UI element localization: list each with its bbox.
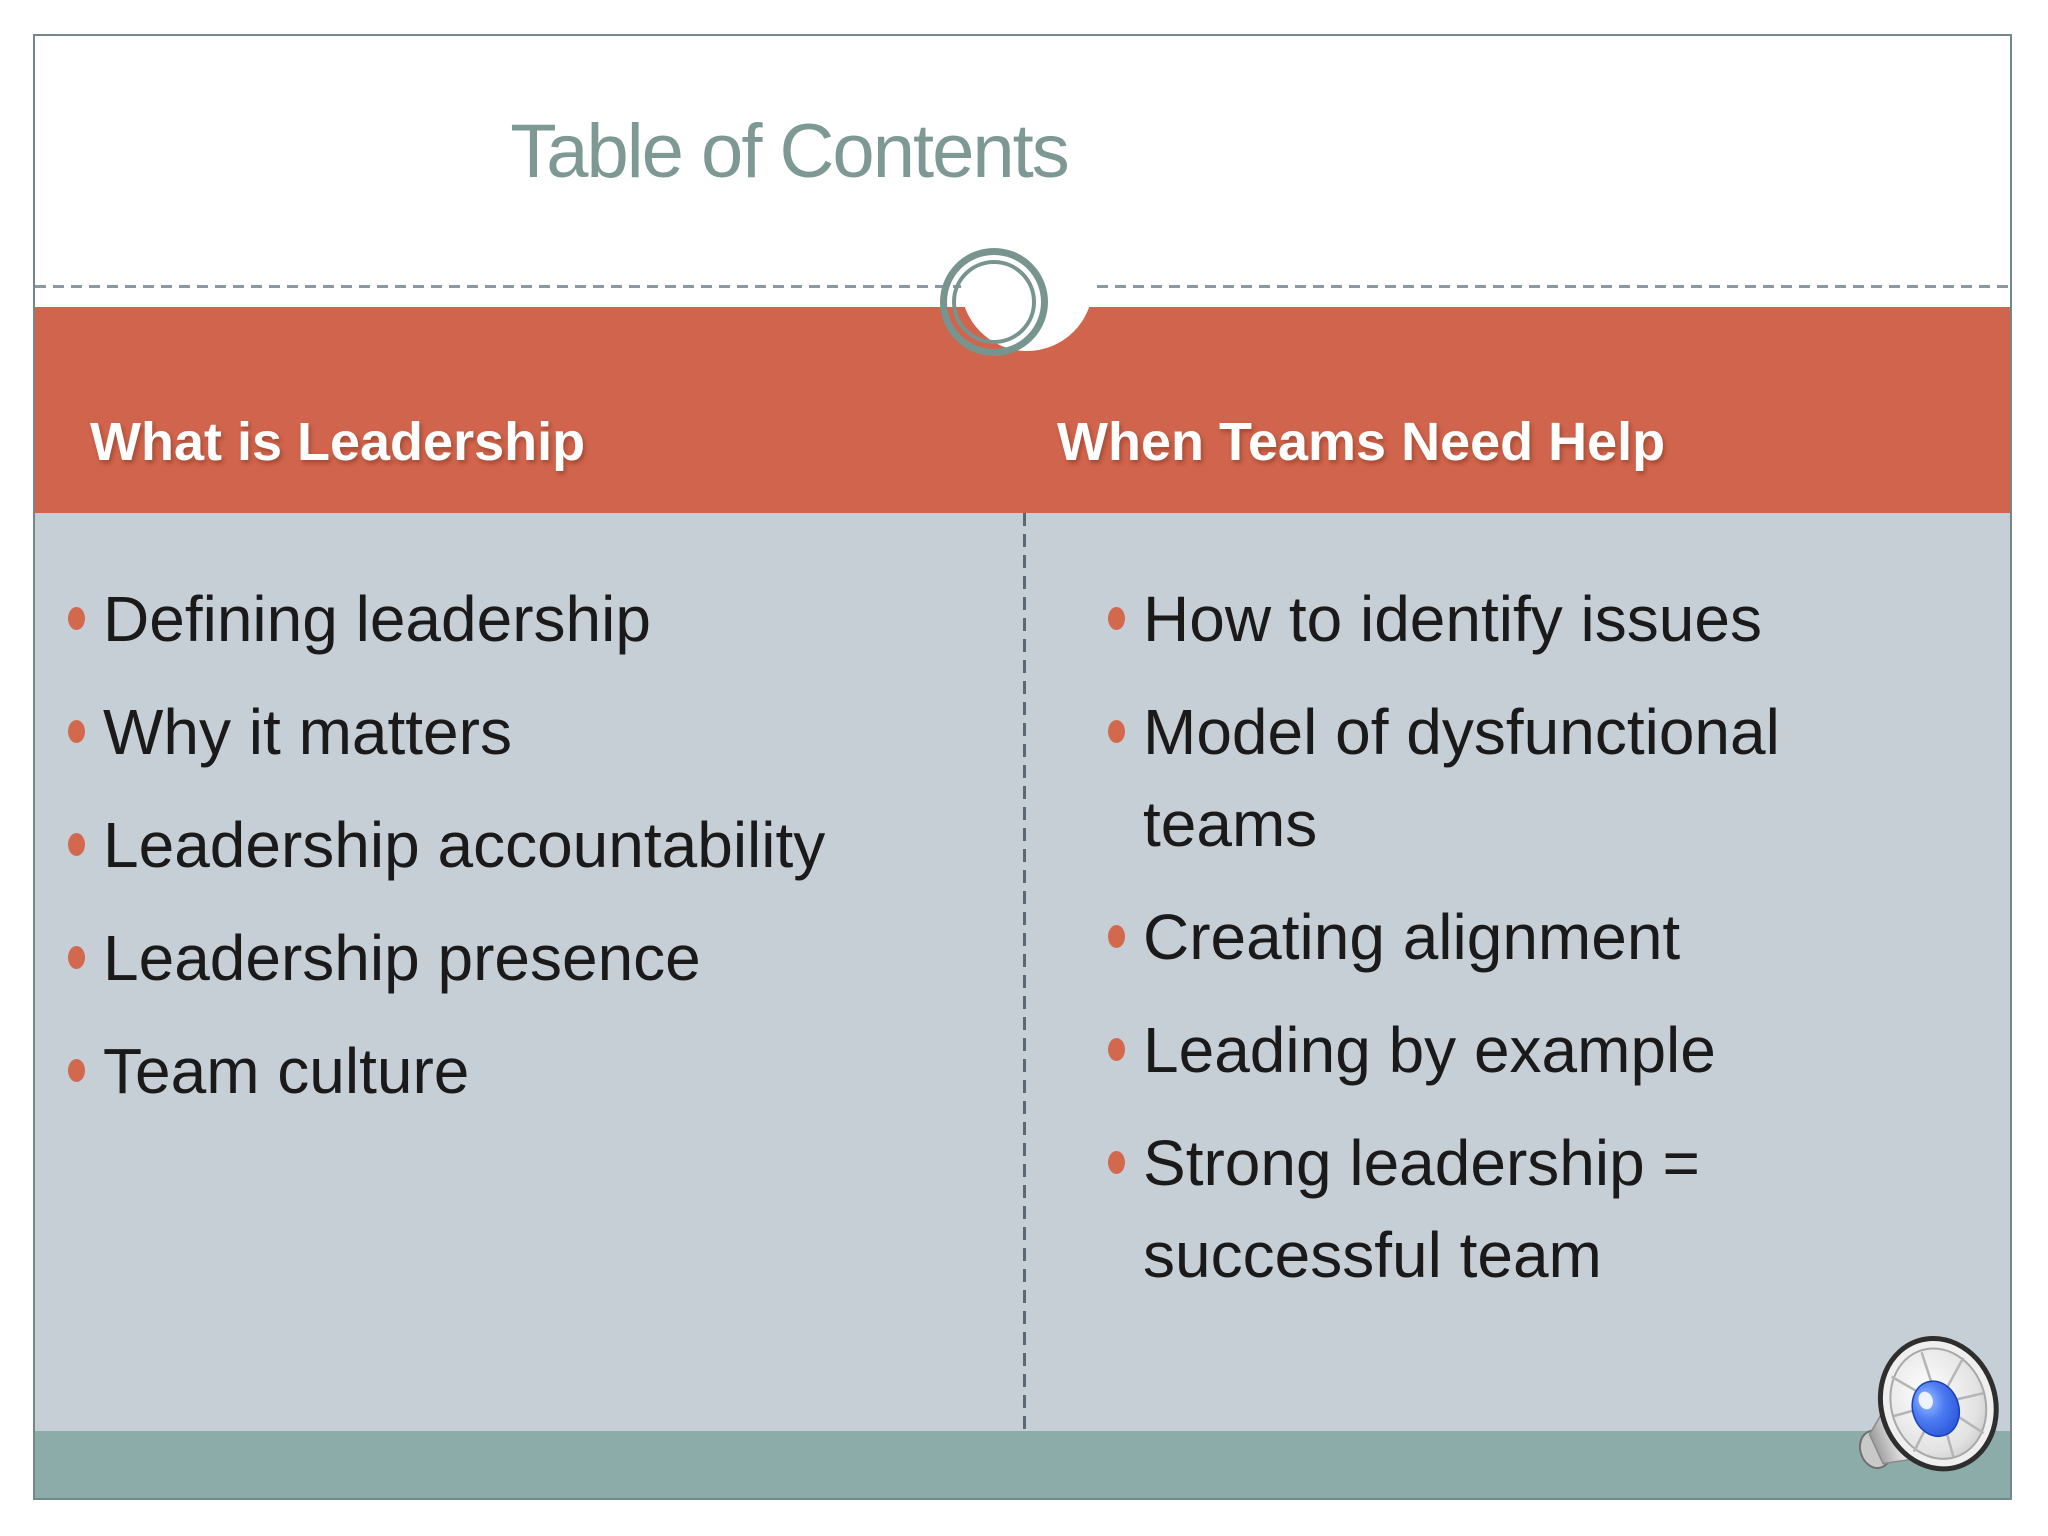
- list-item: Team culture: [68, 1025, 948, 1117]
- bullet-icon: [1108, 925, 1125, 948]
- column-header-left: What is Leadership: [90, 412, 586, 472]
- list-item: Why it matters: [68, 686, 948, 778]
- bullet-list-right: How to identify issues Model of dysfunct…: [1108, 573, 1868, 1322]
- ornament-ring-inner-icon: [952, 260, 1036, 344]
- list-item: How to identify issues: [1108, 573, 1868, 665]
- bullet-icon: [68, 720, 85, 743]
- speaker-audio-icon[interactable]: [1835, 1320, 2012, 1496]
- list-item-text: Creating alignment: [1143, 901, 1681, 973]
- list-item-text: Strong leadership = successful team: [1143, 1127, 1700, 1291]
- ornament-ring-outer-icon: [940, 248, 1048, 356]
- list-item-text: Model of dysfunctional teams: [1143, 696, 1780, 860]
- bullet-icon: [1108, 720, 1125, 743]
- list-item: Creating alignment: [1108, 891, 1868, 983]
- list-item: Strong leadership = successful team: [1108, 1117, 1868, 1301]
- header-band: What is Leadership When Teams Need Help: [35, 307, 2010, 513]
- bullet-icon: [1108, 607, 1125, 630]
- list-item-text: Leading by example: [1143, 1014, 1716, 1086]
- list-item: Model of dysfunctional teams: [1108, 686, 1868, 870]
- bullet-icon: [68, 833, 85, 856]
- bullet-icon: [1108, 1151, 1125, 1174]
- column-header-right: When Teams Need Help: [1057, 412, 1666, 472]
- bullet-icon: [1108, 1038, 1125, 1061]
- bullet-icon: [68, 607, 85, 630]
- dashed-divider-vertical: [1023, 513, 1026, 1431]
- list-item-text: How to identify issues: [1143, 583, 1762, 655]
- list-item: Defining leadership: [68, 573, 948, 665]
- bullet-icon: [68, 946, 85, 969]
- list-item-text: Leadership accountability: [103, 809, 826, 881]
- list-item: Leadership accountability: [68, 799, 948, 891]
- slide-title: Table of Contents: [510, 109, 1070, 194]
- list-item-text: Team culture: [103, 1035, 470, 1107]
- list-item: Leading by example: [1108, 1004, 1868, 1096]
- list-item-text: Leadership presence: [103, 922, 701, 994]
- content-area: Defining leadership Why it matters Leade…: [35, 513, 2010, 1431]
- list-item: Leadership presence: [68, 912, 948, 1004]
- slide-canvas: Table of Contents What is Leadership Whe…: [33, 34, 2012, 1500]
- bullet-list-left: Defining leadership Why it matters Leade…: [68, 573, 948, 1138]
- list-item-text: Why it matters: [103, 696, 512, 768]
- bullet-icon: [68, 1059, 85, 1082]
- footer-bar: [35, 1431, 2010, 1498]
- list-item-text: Defining leadership: [103, 583, 651, 655]
